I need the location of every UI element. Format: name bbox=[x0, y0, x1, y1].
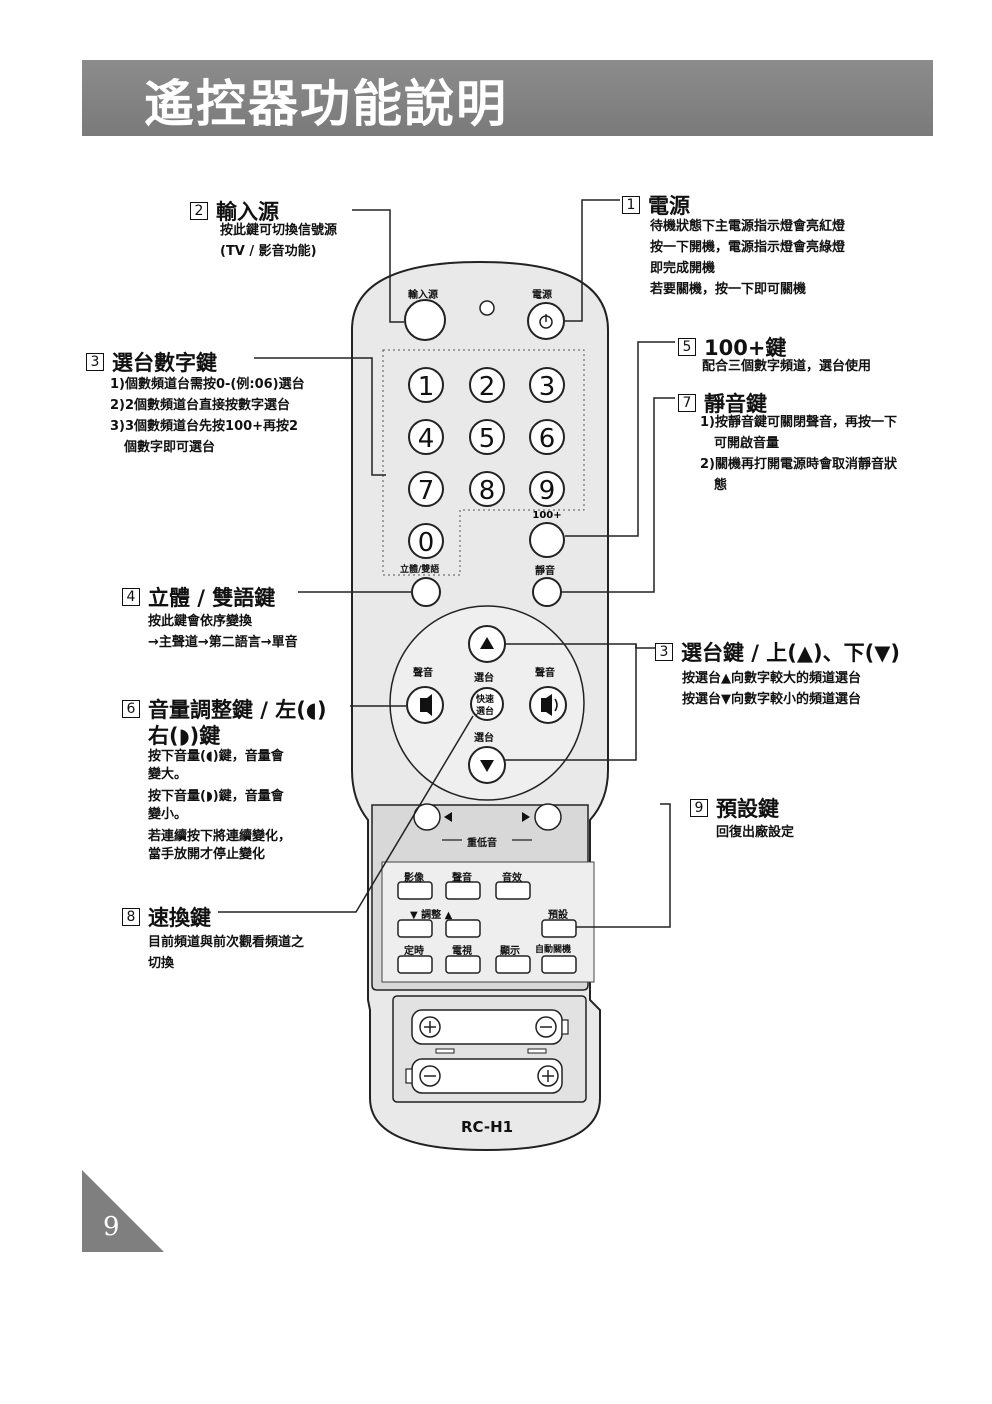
stereo-button bbox=[411, 577, 441, 607]
down-triangle-icon bbox=[480, 760, 494, 772]
section-title: 100+鍵 bbox=[704, 336, 787, 360]
section-title: 音量調整鍵 / 左(◖) bbox=[148, 698, 327, 722]
quick-desc: 目前頻道與前次觀看頻道之 切換 bbox=[148, 935, 305, 971]
quick-heading: 8 速換鍵 bbox=[122, 902, 211, 932]
digits-desc: 1)個數頻道台需按0-(例:06)選台 2)2個數頻道台直接按數字選台 3)3個… bbox=[110, 377, 305, 455]
sound-label: 聲音 bbox=[452, 873, 472, 884]
channel-up-label: 選台 bbox=[474, 673, 494, 684]
section-title: 立體 / 雙語鍵 bbox=[148, 586, 276, 610]
section-title: 預設鍵 bbox=[716, 797, 779, 821]
mute-heading: 7 靜音鍵 bbox=[678, 388, 767, 418]
display-label: 顯示 bbox=[500, 946, 520, 957]
model-label: RC-H1 bbox=[461, 1118, 514, 1136]
quick-button bbox=[470, 687, 504, 721]
volume-desc: 按下音量(◖)鍵，音量會 變大。 按下音量(◗)鍵，音量會 變小。 若連續按下將… bbox=[148, 749, 292, 862]
mute-button bbox=[532, 577, 562, 607]
power-desc: 待機狀態下主電源指示燈會亮紅燈 按一下開機，電源指示燈會亮綠燈 即完成開機 若要… bbox=[650, 219, 846, 297]
stereo-label: 立體/雙語 bbox=[400, 565, 440, 575]
mute-desc: 1)按靜音鍵可關閉聲音，再按一下 可開啟音量 2)關機再打開電源時會取消靜音狀 … bbox=[700, 415, 897, 493]
bass-right-button bbox=[534, 803, 562, 831]
digit-9: 9 bbox=[539, 476, 556, 506]
section-title: 右(◗)鍵 bbox=[148, 724, 221, 748]
channel-down-label: 選台 bbox=[474, 733, 494, 744]
page-number: 9 bbox=[103, 1212, 120, 1242]
volume-heading: 6 音量調整鍵 / 左(◖) bbox=[122, 694, 327, 724]
digit-4: 4 bbox=[418, 424, 435, 454]
volume-heading-line2: 右(◗)鍵 bbox=[148, 720, 220, 750]
up-triangle-icon bbox=[480, 637, 494, 649]
volume-left-label: 聲音 bbox=[413, 668, 433, 679]
digit-1: 1 bbox=[418, 372, 435, 402]
auto-off-label: 自動關機 bbox=[535, 945, 572, 955]
page-title: 遙控器功能說明 bbox=[144, 75, 508, 133]
section-title: 速換鍵 bbox=[148, 906, 211, 930]
power-heading: 1 電源 bbox=[622, 190, 690, 220]
digit-labels: 1 2 3 4 5 6 7 8 9 0 bbox=[418, 372, 556, 558]
digit-7: 7 bbox=[418, 476, 435, 506]
power-led bbox=[479, 300, 495, 316]
header-bar: 遙控器功能說明 bbox=[82, 60, 933, 136]
channel-heading: 3 選台鍵 / 上(▲)、下(▼) bbox=[655, 637, 900, 667]
volume-right-label: 聲音 bbox=[535, 668, 555, 679]
digit-buttons bbox=[408, 367, 565, 559]
leader-lines bbox=[218, 199, 675, 928]
speaker-right-icon bbox=[541, 694, 552, 716]
page-corner-triangle bbox=[82, 1170, 164, 1252]
digit-area-outline bbox=[382, 349, 585, 576]
section-number: 4 bbox=[122, 588, 140, 606]
input-source-heading: 2 輸入源 bbox=[190, 196, 279, 226]
hundred-button bbox=[529, 522, 565, 558]
section-title: 輸入源 bbox=[216, 200, 279, 224]
bass-right-arrow-icon bbox=[522, 812, 530, 822]
section-title: 選台數字鍵 bbox=[112, 351, 217, 375]
hundred-heading: 5 100+鍵 bbox=[678, 332, 786, 362]
section-number: 8 bbox=[122, 908, 140, 926]
digit-3: 3 bbox=[539, 372, 556, 402]
section-number: 7 bbox=[678, 394, 696, 412]
effect-label: 音效 bbox=[502, 873, 522, 884]
digit-6: 6 bbox=[539, 424, 556, 454]
section-number: 9 bbox=[690, 799, 708, 817]
digit-5: 5 bbox=[479, 424, 496, 454]
digits-heading: 3 選台數字鍵 bbox=[86, 347, 217, 377]
section-title: 電源 bbox=[648, 194, 690, 218]
preset-desc: 回復出廠設定 bbox=[716, 825, 795, 840]
picture-label: 影像 bbox=[404, 873, 424, 884]
preset-heading: 9 預設鍵 bbox=[690, 793, 779, 823]
speaker-left-icon bbox=[420, 694, 432, 716]
stereo-desc: 按此鍵會依序變換 →主聲道→第二語言→單音 bbox=[148, 614, 298, 650]
rect-buttons bbox=[397, 881, 577, 974]
digit-0: 0 bbox=[418, 528, 435, 558]
section-number: 1 bbox=[622, 196, 640, 214]
section-number: 3 bbox=[86, 353, 104, 371]
section-number: 3 bbox=[655, 643, 673, 661]
stereo-heading: 4 立體 / 雙語鍵 bbox=[122, 582, 275, 612]
hundred-label: 100+ bbox=[532, 510, 561, 521]
section-number: 2 bbox=[190, 202, 208, 220]
input-source-button bbox=[404, 299, 446, 341]
bass-label: 重低音 bbox=[467, 838, 497, 849]
quick-label-2: 選台 bbox=[476, 707, 495, 717]
adjust-label: ▼ 調整 ▲ bbox=[410, 910, 453, 921]
quick-label-1: 快速 bbox=[476, 695, 495, 705]
preset-label: 預設 bbox=[548, 910, 568, 921]
section-title: 靜音鍵 bbox=[704, 392, 767, 416]
bass-left-button bbox=[413, 803, 441, 831]
section-title: 選台鍵 / 上(▲)、下(▼) bbox=[681, 641, 900, 665]
bass-left-arrow-icon bbox=[444, 812, 452, 822]
section-number: 6 bbox=[122, 700, 140, 718]
power-label: 電源 bbox=[532, 290, 552, 301]
digit-2: 2 bbox=[479, 372, 496, 402]
section-number: 5 bbox=[678, 338, 696, 356]
hundred-desc: 配合三個數字頻道，選台使用 bbox=[702, 359, 872, 374]
mute-label: 靜音 bbox=[535, 566, 555, 577]
tv-label: 電視 bbox=[452, 946, 472, 957]
channel-desc: 按選台▲向數字較大的頻道選台 按選台▼向數字較小的頻道選台 bbox=[682, 671, 861, 707]
input-source-desc: 按此鍵可切換信號源 (TV / 影音功能) bbox=[220, 223, 338, 259]
input-source-label: 輸入源 bbox=[408, 290, 438, 301]
timer-label: 定時 bbox=[404, 946, 424, 957]
digit-8: 8 bbox=[479, 476, 496, 506]
